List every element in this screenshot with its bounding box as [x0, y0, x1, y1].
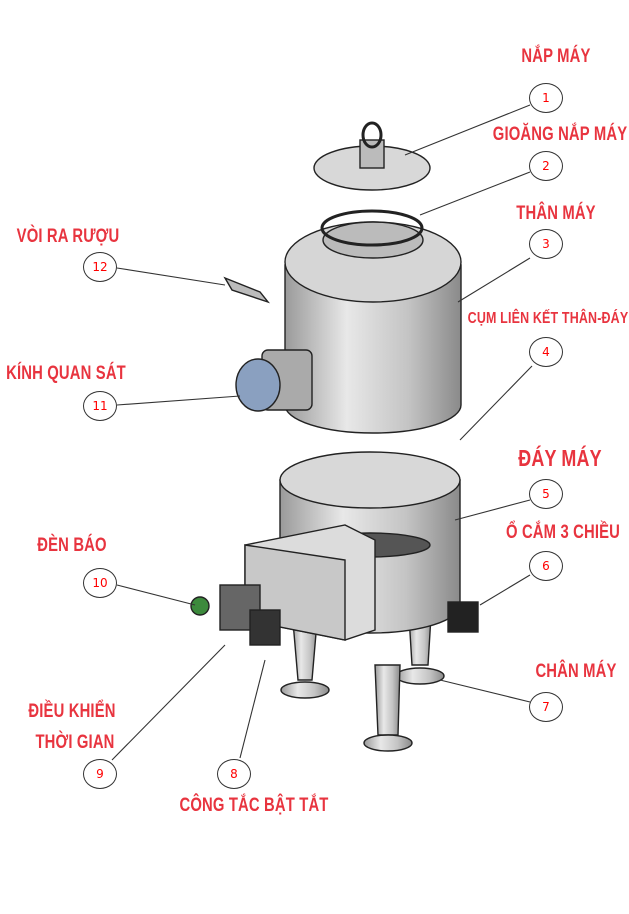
callout-11: 11 — [83, 391, 117, 421]
callout-3: 3 — [529, 229, 563, 259]
label-lid-gasket: GIOĂNG NẮP MÁY — [492, 124, 628, 145]
callout-12: 12 — [83, 252, 117, 282]
label-legs: CHÂN MÁY — [535, 661, 617, 682]
control-box — [190, 524, 479, 646]
callout-4: 4 — [529, 337, 563, 367]
machine-body — [223, 221, 462, 434]
label-body-base-connector: CỤM LIÊN KẾT THÂN-ĐÁY — [467, 310, 629, 327]
label-3way-socket: Ổ CẮM 3 CHIỀU — [505, 522, 621, 543]
callout-8: 8 — [217, 759, 251, 789]
callout-5: 5 — [529, 479, 563, 509]
callout-6: 6 — [529, 551, 563, 581]
label-outlet-tap: VÒI RA RƯỢU — [16, 226, 120, 247]
callout-7: 7 — [529, 692, 563, 722]
label-timer-line1: ĐIỀU KHIỂN — [28, 701, 116, 722]
machine-lid — [313, 121, 431, 247]
label-lid: NẮP MÁY — [521, 46, 591, 67]
callout-2: 2 — [529, 151, 563, 181]
label-sight-glass: KÍNH QUAN SÁT — [6, 363, 126, 384]
callout-1: 1 — [529, 83, 563, 113]
callout-10: 10 — [83, 568, 117, 598]
label-body: THÂN MÁY — [516, 203, 596, 224]
callout-9: 9 — [83, 759, 117, 789]
label-base: ĐÁY MÁY — [518, 445, 602, 471]
leader-lines — [111, 104, 533, 761]
label-power-switch: CÔNG TẮC BẬT TẮT — [179, 795, 329, 816]
label-indicator-light: ĐÈN BÁO — [37, 535, 107, 556]
label-timer-line2: THỜI GIAN — [35, 732, 115, 753]
